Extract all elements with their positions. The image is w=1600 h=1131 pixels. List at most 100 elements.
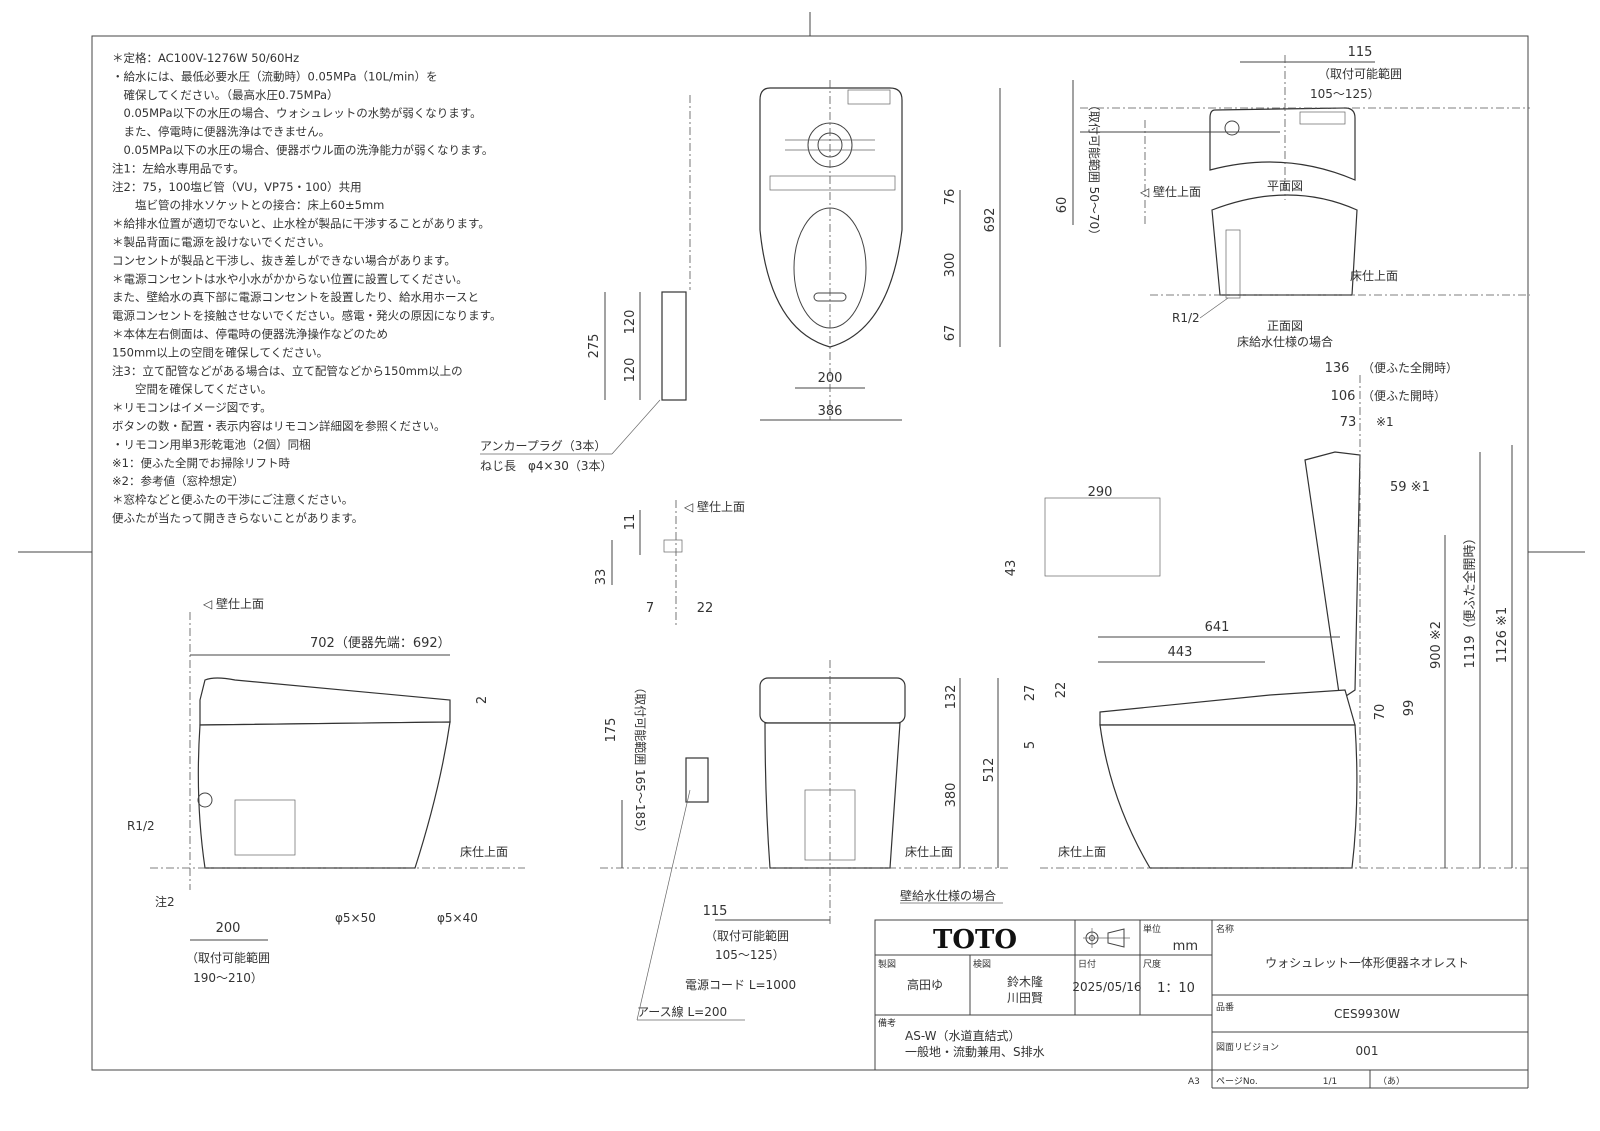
checked-label: 検図 — [973, 958, 991, 970]
dim-1119: 1119（便ふた全開時） — [1462, 531, 1478, 668]
dim-106: 106 — [1331, 389, 1356, 404]
note-line: 注3：立て配管などがある場合は、立て配管などから150mm以上の — [112, 364, 463, 378]
note-line: ＊リモコンはイメージ図です。 — [112, 401, 272, 415]
dim-5: 5 — [1023, 741, 1038, 749]
note-line: また、壁給水の真下部に電源コンセントを設置したり、給水用ホースと — [112, 290, 479, 304]
page-mark: （あ） — [1378, 1076, 1405, 1087]
note-line: ボタンの数・配置・表示内容はリモコン詳細図を参照ください。 — [112, 419, 446, 433]
toilet-plan-outline — [759, 87, 903, 348]
r12-label: R1/2 — [1172, 311, 1200, 325]
side-view: ◁ 壁仕上面 702（便器先端：692） 2 R1/2 床仕上面 注2 φ5×5… — [127, 596, 525, 985]
note-line: ・給水には、最低必要水圧（流動時）0.05MPa（10L/min）を — [112, 69, 438, 83]
note-line: 注2：75，100塩ビ管（VU，VP75・100）共用 — [112, 180, 362, 194]
checked-by-1: 鈴木隆 — [1007, 974, 1043, 989]
lid-full-open-label: （便ふた全開時） — [1362, 360, 1458, 375]
note-line: 塩ビ管の排水ソケットとの接合：床上60±5mm — [112, 198, 384, 212]
screw-5x50-label: φ5×50 — [335, 911, 376, 925]
front-partial-outline — [1211, 194, 1358, 296]
note-line: ＊電源コンセントは水や小水がかからない位置に設置してください。 — [112, 272, 468, 286]
supply-pipe — [1225, 229, 1241, 299]
remarks-line-2: 一般地・流動兼用、S排水 — [905, 1044, 1045, 1059]
range-value: 190～210） — [193, 971, 263, 985]
note-line: ＊製品背面に電源を設けないでください。 — [112, 235, 330, 249]
dim-900: 900 ※2 — [1429, 621, 1444, 669]
paper-size: A3 — [1188, 1077, 1200, 1087]
power-cord-label: 電源コード L=1000 — [685, 978, 796, 992]
note-line: ＊窓枠などと便ふたの干渉にご注意ください。 — [112, 493, 353, 507]
dim-27: 27 — [1023, 685, 1038, 702]
note-line: 便ふたが当たって開ききらないことがあります。 — [112, 511, 363, 525]
note-line: 150mm以上の空間を確保してください。 — [112, 345, 328, 359]
anchor-plug-label: アンカープラグ（3本） — [480, 439, 606, 453]
note-line: 確保してください。（最高水圧0.75MPa） — [112, 88, 339, 102]
r12-leader — [1199, 297, 1229, 319]
note-line: ※1：便ふた全開でお掃除リフト時 — [112, 456, 290, 470]
range-label: （取付可能範囲 — [186, 950, 270, 965]
dim-290: 290 — [1088, 485, 1113, 500]
plan-partial-outline — [1209, 107, 1356, 181]
anchor-leader — [611, 399, 661, 455]
dim-2: 2 — [475, 696, 490, 704]
floor-finish-label: 床仕上面 — [1350, 269, 1398, 283]
drawn-by: 高田ゆ — [907, 977, 943, 992]
remote-dim-120-bottom: 120 — [623, 358, 638, 383]
range-value: 105～125） — [1310, 87, 1380, 101]
dim-67: 67 — [943, 325, 958, 342]
checked-by-2: 川田賢 — [1007, 991, 1043, 1005]
seat-lid-side — [199, 677, 451, 726]
front-view: 175 （取付可能範囲 165～185） 132 512 380 床仕上面 壁給… — [600, 660, 1010, 1021]
dim-115: 115 — [1348, 45, 1373, 60]
note-line: ＊本体左右側面は、停電時の便器洗浄操作などのため — [112, 327, 388, 341]
note-line: 空間を確保してください。 — [112, 382, 272, 396]
screw-length-label: ねじ長 φ4×30（3本） — [480, 459, 613, 473]
dim-641: 641 — [1205, 620, 1230, 635]
part-label: 品番 — [1216, 1001, 1234, 1013]
dim-380: 380 — [944, 783, 959, 808]
toto-logo: TOTO — [933, 925, 1017, 955]
remote-dim-275: 275 — [587, 334, 602, 359]
remarks-line-1: AS-W（水道直結式） — [905, 1029, 1021, 1043]
unit-label: 単位 — [1143, 923, 1161, 935]
plan-view: 692 76 300 67 200 386 275 120 120 アンカープラ… — [480, 80, 1001, 473]
dim-136: 136 — [1325, 361, 1350, 376]
scale-value: 1：10 — [1157, 981, 1195, 996]
dim-1126: 1126 ※1 — [1495, 607, 1510, 663]
date-label: 日付 — [1078, 959, 1096, 970]
third-angle-projection-icon — [1083, 928, 1130, 948]
note-line: ＊定格：AC100V-1276W 50/60Hz — [112, 51, 299, 65]
note-line: また、停電時に便器洗浄はできません。 — [112, 125, 330, 139]
remote-dim-120-top: 120 — [623, 310, 638, 335]
floor-finish-label: 床仕上面 — [460, 845, 508, 859]
dim-22: 22 — [697, 601, 714, 616]
seat-right — [1099, 689, 1356, 726]
page-label: ページNo. — [1216, 1077, 1258, 1087]
dim-200: 200 — [216, 921, 241, 936]
mark-1: ※1 — [1376, 415, 1394, 429]
product-name: ウォシュレット一体形便器ネオレスト — [1265, 956, 1469, 970]
dim-443: 443 — [1168, 645, 1193, 660]
floor-supply-detail: 115 （取付可能範囲 105～125） 60 （取付可能範囲 50～70） ◁… — [1055, 45, 1530, 349]
notes-block: ＊定格：AC100V-1276W 50/60Hz ・給水には、最低必要水圧（流動時… — [112, 51, 502, 525]
lid-open-label: （便ふた開時） — [1362, 389, 1446, 403]
unit-value: mm — [1173, 939, 1198, 954]
title-block: TOTO 単位 mm 名称 ウォシュレット一体形便器ネオレスト 製図 高田ゆ 検… — [874, 919, 1529, 1089]
dim-99: 99 — [1402, 700, 1417, 717]
drawn-label: 製図 — [878, 958, 896, 970]
range-value: 105～125） — [715, 948, 785, 962]
earth-wire-label: アース線 L=200 — [637, 1004, 727, 1019]
note-line: コンセントが製品と干渉し、抜き差しができない場合があります。 — [112, 253, 456, 267]
dim-300: 300 — [943, 253, 958, 278]
floor-finish-label: 床仕上面 — [905, 845, 953, 859]
floor-finish-label: 床仕上面 — [1058, 845, 1106, 859]
dim-76: 76 — [943, 189, 958, 206]
seat-front — [759, 677, 906, 724]
remarks-label: 備考 — [878, 1017, 896, 1029]
dim-200: 200 — [818, 371, 843, 386]
valve-icon — [1224, 120, 1240, 136]
right-side-view: 290 43 136 （便ふた全開時） 106 （便ふた開時） 73 ※1 59… — [1004, 360, 1530, 869]
dim-7: 7 — [646, 601, 654, 616]
dim-60: 60 — [1055, 197, 1070, 214]
dim-11: 11 — [623, 514, 638, 531]
dim-43: 43 — [1004, 560, 1019, 577]
